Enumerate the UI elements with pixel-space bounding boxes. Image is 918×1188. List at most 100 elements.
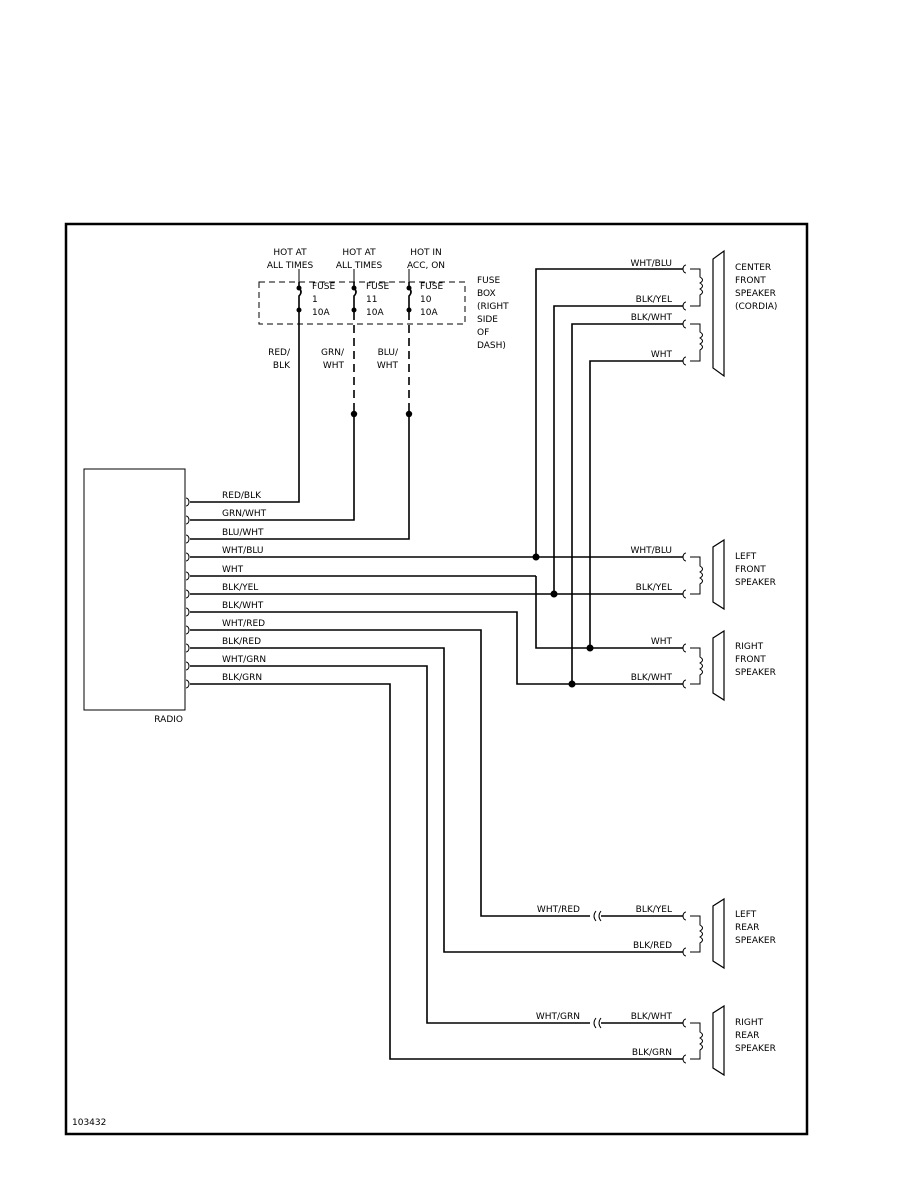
left-rear-terminal-2: BLK/RED [633, 941, 672, 951]
wire-blk-grn [190, 683, 683, 1060]
figure-id: 103432 [72, 1118, 106, 1128]
radio-unit: RADIO RED/BLK GRN/WHT BLU/WHT WHT/BLU WH… [83, 468, 267, 725]
radio-pin-11 [185, 679, 190, 689]
speaker-center-front: CENTER FRONT SPEAKER (CORDIA) WHT/BLU BL… [630, 249, 777, 378]
radio-wire-label-7: BLK/WHT [222, 601, 264, 611]
right-rear-label-1: RIGHT [735, 1018, 764, 1028]
center-front-label-1: CENTER [735, 263, 771, 273]
fuse-11-terminal-bottom [351, 307, 357, 313]
fuse-box-label-3: (RIGHT [477, 302, 509, 312]
center-front-label-3: SPEAKER [735, 289, 776, 299]
fuse-10-hot-line1: HOT IN [410, 248, 442, 258]
radio-box [83, 468, 186, 711]
wire-blk-wht-center [571, 323, 683, 684]
fuse-1-terminal-top [296, 285, 302, 291]
wire-wht-red [190, 629, 590, 917]
right-rear-cone [712, 1004, 725, 1077]
center-front-terminals [682, 264, 687, 366]
center-front-label-2: FRONT [735, 276, 766, 286]
fuse-10-label: FUSE [420, 282, 443, 292]
fuse-box-label-2: BOX [477, 289, 496, 299]
fuse-box: HOT AT ALL TIMES FUSE 1 10A RED/ BLK HOT… [258, 248, 509, 371]
fuse-11-wire-line1: GRN/ [321, 348, 345, 358]
radio-pin-6 [185, 589, 190, 599]
right-front-label-2: FRONT [735, 655, 766, 665]
radio-wire-label-8: WHT/RED [222, 619, 265, 629]
right-front-label-3: SPEAKER [735, 668, 776, 678]
center-front-coil-2 [690, 323, 703, 362]
right-front-coil [690, 647, 703, 685]
wire-blk-yel-center [553, 305, 683, 594]
center-front-terminal-3: BLK/WHT [631, 313, 673, 323]
right-front-terminal-1: WHT [651, 637, 673, 647]
fuse-1-number: 1 [312, 295, 318, 305]
fuse-box-label-6: DASH) [477, 341, 506, 351]
connector-wht-grn [593, 1017, 602, 1029]
right-rear-terminal-1: BLK/WHT [631, 1012, 673, 1022]
radio-wire-label-5: WHT [222, 565, 244, 575]
fuse-10-terminal-top [406, 285, 412, 291]
fuse-10-terminal-bottom [406, 307, 412, 313]
fuse-box-label-1: FUSE [477, 276, 500, 286]
radio-pin-8 [185, 625, 190, 635]
left-front-label-2: FRONT [735, 565, 766, 575]
radio-wire-label-10: WHT/GRN [222, 655, 266, 665]
fuse-11-hot-line1: HOT AT [342, 248, 376, 258]
left-front-terminal-1: WHT/BLU [630, 546, 672, 556]
center-front-terminal-1: WHT/BLU [630, 259, 672, 269]
radio-wire-label-9: BLK/RED [222, 637, 261, 647]
wire-blk-wht [190, 611, 683, 685]
left-rear-connector-wire: WHT/RED [537, 905, 580, 915]
fuse-11: HOT AT ALL TIMES FUSE 11 10A GRN/ WHT [321, 248, 389, 371]
fuse-1-terminal-bottom [296, 307, 302, 313]
left-front-terminal-2: BLK/YEL [636, 583, 672, 593]
radio-pin-9 [185, 643, 190, 653]
speaker-right-front: RIGHT FRONT SPEAKER WHT BLK/WHT [631, 629, 776, 702]
radio-wire-label-3: BLU/WHT [222, 528, 264, 538]
fuse-box-label-4: SIDE [477, 315, 498, 325]
fuse-11-wire-line2: WHT [323, 361, 345, 371]
right-front-cone [712, 629, 725, 702]
left-front-label-1: LEFT [735, 552, 757, 562]
left-rear-cone [712, 897, 725, 970]
wire-wht-center [589, 360, 683, 648]
wire-red-blk-fuse [190, 312, 300, 503]
fuse-10-wire-line1: BLU/ [378, 348, 399, 358]
left-rear-terminals [682, 911, 687, 957]
fuse-1-amps: 10A [312, 308, 330, 318]
fuse-1-wire-line2: BLK [273, 361, 291, 371]
fuse-box-outline [258, 281, 466, 325]
wire-blu-wht-fuse [190, 414, 410, 540]
left-rear-coil [690, 915, 703, 953]
left-front-label-3: SPEAKER [735, 578, 776, 588]
left-rear-label-1: LEFT [735, 910, 757, 920]
right-rear-terminal-2: BLK/GRN [632, 1048, 672, 1058]
wire-wht-right-front [535, 576, 683, 649]
speaker-right-rear: RIGHT REAR SPEAKER BLK/WHT BLK/GRN WHT/G… [536, 1004, 776, 1077]
radio-pin-2 [185, 515, 190, 525]
fuse-1-hot-line2: ALL TIMES [267, 261, 314, 271]
fuse-11-amps: 10A [366, 308, 384, 318]
right-rear-connector-wire: WHT/GRN [536, 1012, 580, 1022]
right-rear-terminals [682, 1018, 687, 1064]
fuse-10-hot-line2: ACC, ON [407, 261, 445, 271]
fuse-1-hot-line1: HOT AT [273, 248, 307, 258]
right-rear-label-2: REAR [735, 1031, 759, 1041]
radio-pin-5 [185, 571, 190, 581]
radio-label: RADIO [154, 715, 183, 725]
radio-wire-label-1: RED/BLK [222, 491, 262, 501]
center-front-cone [712, 249, 725, 378]
fuse-11-hot-line2: ALL TIMES [336, 261, 383, 271]
radio-pin-1 [185, 497, 190, 507]
radio-wire-label-6: BLK/YEL [222, 583, 258, 593]
radio-wire-label-11: BLK/GRN [222, 673, 262, 683]
left-front-cone [712, 538, 725, 611]
left-rear-label-3: SPEAKER [735, 936, 776, 946]
radio-pin-10 [185, 661, 190, 671]
center-front-terminal-2: BLK/YEL [636, 295, 672, 305]
radio-wire-label-4: WHT/BLU [222, 546, 264, 556]
fuse-11-terminal-top [351, 285, 357, 291]
right-rear-coil [690, 1022, 703, 1060]
right-front-terminals [682, 643, 687, 689]
